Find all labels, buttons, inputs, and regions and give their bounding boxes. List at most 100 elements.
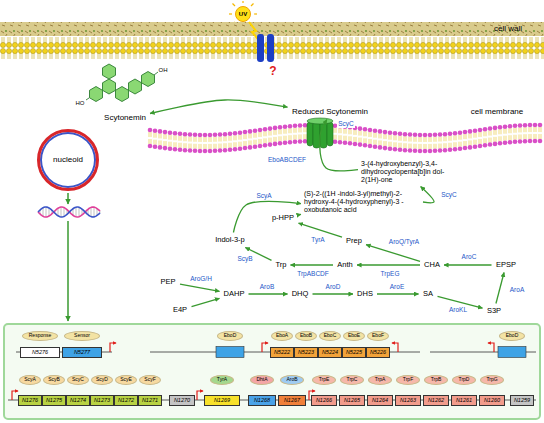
protein-ellipse: ScyB xyxy=(43,375,65,385)
lipid-tail xyxy=(169,135,171,147)
lipid-head xyxy=(153,128,158,133)
base-pair xyxy=(61,207,62,217)
lipid-head xyxy=(208,133,213,138)
gene-box: N1266 xyxy=(311,395,337,406)
node-text: N1276 xyxy=(22,397,38,403)
lipid-head xyxy=(258,128,263,133)
lipid-head xyxy=(243,130,248,135)
bond xyxy=(86,72,158,100)
lipid-head xyxy=(248,145,253,150)
lipid-tail xyxy=(539,127,541,139)
promoter-arrow xyxy=(197,391,203,400)
lipid-head xyxy=(363,127,368,132)
lipid-head xyxy=(288,124,293,129)
pathway-arrow xyxy=(233,201,301,232)
enzyme-label: AroKL xyxy=(448,306,468,313)
enzyme-label: AroD xyxy=(325,283,342,290)
pathway-arrow xyxy=(299,214,302,216)
lipid-head xyxy=(243,146,248,151)
lipid-tail xyxy=(174,135,176,147)
gene-box: N1268 xyxy=(248,395,276,406)
node-text: TrpE xyxy=(319,377,330,383)
ring xyxy=(90,87,103,102)
lipid-head xyxy=(238,130,243,135)
lipid-head xyxy=(223,132,228,137)
node-text: (S)-2-((1H -indol-3-yl)methyl)-2- hydrox… xyxy=(304,190,420,213)
blue-transporter xyxy=(267,34,274,62)
lipid-head xyxy=(188,148,193,153)
node-text: EboD xyxy=(506,333,519,339)
lipid-head xyxy=(533,139,538,144)
lipid-head xyxy=(453,131,458,136)
lipid-head xyxy=(418,133,423,138)
lipid-head xyxy=(503,140,508,145)
lipid-tail xyxy=(339,128,341,140)
node-text: TrpD xyxy=(459,377,470,383)
lipid-head xyxy=(488,126,493,131)
node-text: EboD xyxy=(224,333,237,339)
lipid-head xyxy=(298,139,303,144)
metabolite: Anth xyxy=(335,260,355,271)
lipid-head xyxy=(298,123,303,128)
lipid-tail xyxy=(479,132,481,144)
node-text: DHS xyxy=(357,290,373,298)
lipid-head xyxy=(258,144,263,149)
lipid-head xyxy=(483,143,488,148)
gene-backbone xyxy=(8,352,536,400)
lipid-tail xyxy=(199,137,201,149)
lipid-tail xyxy=(359,131,361,143)
lipid-head xyxy=(193,148,198,153)
lipid-tail xyxy=(424,137,426,149)
protein-ellipse: TyrA xyxy=(210,375,234,385)
gene-box xyxy=(498,347,526,358)
node-text: EboB xyxy=(300,333,312,339)
base-pair xyxy=(46,207,47,217)
node-text: EboF xyxy=(372,333,384,339)
protein-ellipse: AroB xyxy=(280,375,304,385)
node-text: N1260 xyxy=(484,397,500,403)
lipid-head xyxy=(253,144,258,149)
lipid-head xyxy=(338,140,343,145)
pathway-arrow xyxy=(249,293,288,294)
lipid-head xyxy=(193,132,198,137)
lipid-tail xyxy=(419,137,421,149)
lipid-head xyxy=(368,128,373,133)
lipid-head xyxy=(473,144,478,149)
lipid-head xyxy=(203,149,208,154)
strand xyxy=(38,207,100,217)
lipid-tail xyxy=(384,134,386,146)
protein-ellipse: Response xyxy=(22,331,58,341)
lipid-head xyxy=(213,148,218,153)
base-pair xyxy=(94,207,95,217)
lipid-head xyxy=(428,133,433,138)
gene-box: N1267 xyxy=(278,395,306,406)
chem-group: HO xyxy=(76,100,85,107)
blue-transporter xyxy=(257,34,264,62)
node-text: Sensor xyxy=(74,333,90,339)
lipid-head xyxy=(443,148,448,153)
lipid-tail xyxy=(399,136,401,148)
node-text: nucleoid xyxy=(53,156,83,165)
node-text: EPSP xyxy=(496,261,516,269)
node-text: N1268 xyxy=(254,397,270,403)
protein-ellipse: EboC xyxy=(319,331,341,341)
sun-rays xyxy=(229,1,257,25)
node-text: N5226 xyxy=(370,349,386,355)
lipid-head xyxy=(443,132,448,137)
lipid-head xyxy=(478,144,483,149)
sun-rays xyxy=(233,4,236,7)
lipid-tail xyxy=(394,135,396,147)
lipid-head xyxy=(373,128,378,133)
lipid-head xyxy=(538,139,543,144)
promoter-arrow xyxy=(12,343,494,400)
node-text: N1274 xyxy=(70,397,86,403)
lipid-tail xyxy=(434,137,436,149)
protein-ellipse: TrpE xyxy=(312,375,336,385)
gene-box: N5276 xyxy=(20,347,60,358)
protein-ellipse: EboB xyxy=(295,331,317,341)
lipid-head xyxy=(353,142,358,147)
node-text: N1272 xyxy=(118,397,134,403)
lipid-head xyxy=(278,141,283,146)
lipid-head xyxy=(273,126,278,131)
lipid-head xyxy=(343,140,348,145)
